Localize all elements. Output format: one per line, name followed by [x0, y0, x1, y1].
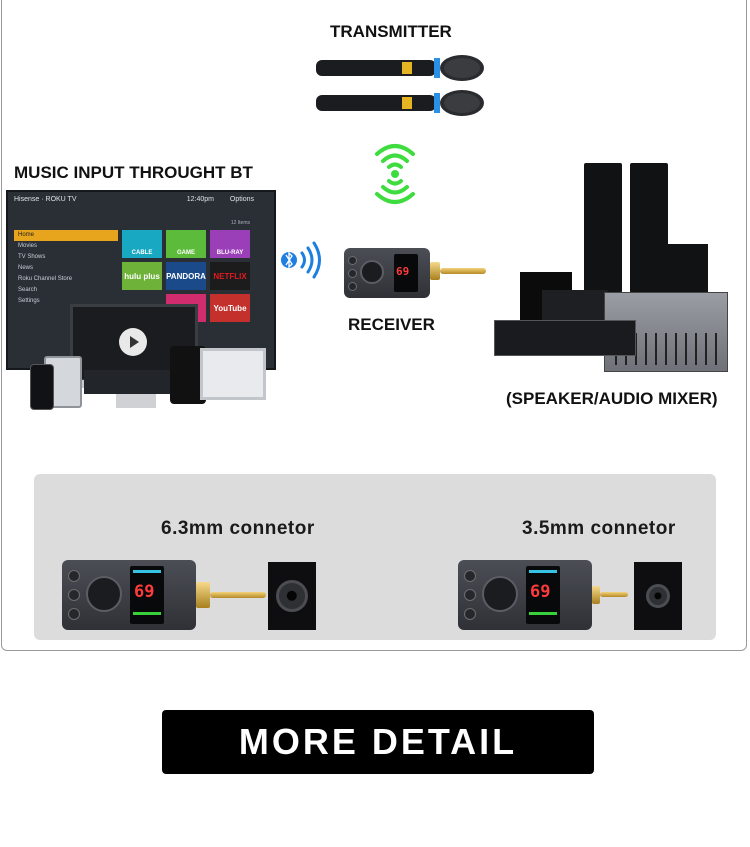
transmitter-label: TRANSMITTER — [330, 22, 452, 41]
receiver-button — [68, 608, 80, 620]
speaker-tower — [584, 163, 622, 293]
phone-device — [30, 364, 54, 410]
tv-menu: Home Movies TV Shows News Roku Channel S… — [14, 230, 118, 307]
tv-tile-bluray: BLU-RAY — [210, 230, 250, 258]
receiver-device: 69 — [62, 560, 196, 630]
connector-label-3mm: 3.5mm connetor — [522, 518, 676, 539]
audio-plug-3mm — [600, 592, 628, 597]
receiver-display: 69 — [394, 254, 418, 292]
receiver-display: 69 — [130, 566, 164, 624]
monitor-stand — [116, 394, 156, 408]
tv-menu-item: Search — [18, 287, 38, 293]
receiver-button — [348, 282, 357, 291]
bluetooth-icon — [281, 241, 321, 279]
tv-menu-item: Settings — [18, 298, 40, 304]
tv-count: 12 Items — [230, 220, 250, 226]
more-detail-button[interactable]: MORE DETAIL — [162, 710, 594, 774]
tv-tile-pandora: PANDORA — [166, 262, 206, 290]
speaker-mixer-label: (SPEAKER/AUDIO MIXER) — [506, 389, 718, 408]
plug-collar — [430, 262, 440, 280]
monitor-screen — [84, 370, 184, 394]
channel-readout: 69 — [530, 582, 551, 602]
laptop-device — [200, 348, 266, 400]
tv-menu-item: TV Shows — [18, 254, 46, 260]
channel-readout: 69 — [396, 265, 410, 278]
connector-label-6mm: 6.3mm connetor — [161, 518, 315, 539]
tv-menu-item: Home — [14, 230, 118, 241]
receiver-device: 69 — [458, 560, 592, 630]
channel-readout: 69 — [134, 582, 155, 602]
tv-menu-item: News — [18, 265, 34, 271]
jack-socket-3mm — [634, 562, 682, 630]
tv-tile-cable: CABLE — [122, 230, 162, 258]
receiver-display: 69 — [526, 566, 560, 624]
power-amplifier — [494, 320, 636, 356]
music-input-label: MUSIC INPUT THROUGHT BT — [14, 163, 253, 182]
tv-tile-youtube: YouTube — [210, 294, 250, 322]
receiver-button — [464, 589, 476, 601]
subwoofer — [660, 244, 708, 294]
plug-collar — [196, 582, 210, 608]
volume-knob — [482, 576, 518, 612]
audio-mixer — [604, 292, 728, 372]
tv-tile-netflix: NETFLIX — [210, 262, 250, 290]
tv-tile-hulu: hulu plus — [122, 262, 162, 290]
volume-knob — [360, 260, 384, 284]
tv-header: Hisense · ROKU TV 12:40pm Options — [8, 192, 274, 208]
receiver-button — [464, 570, 476, 582]
receiver-device: 69 — [344, 248, 430, 298]
jack-socket-6mm — [268, 562, 316, 630]
tv-menu-item: Roku Channel Store — [18, 276, 73, 282]
play-icon — [119, 328, 147, 356]
receiver-label: RECEIVER — [348, 315, 435, 334]
audio-plug — [440, 268, 486, 274]
volume-knob — [86, 576, 122, 612]
tv-brand: Hisense · ROKU TV — [14, 196, 77, 203]
wifi-signal-icon — [375, 144, 415, 204]
tv-options: Options — [229, 196, 254, 203]
tv-time: 12:40pm — [186, 196, 214, 203]
receiver-button — [68, 589, 80, 601]
receiver-button — [348, 256, 357, 265]
tv-tile-game: GAME — [166, 230, 206, 258]
speaker-cabinet — [542, 290, 608, 324]
receiver-button — [68, 570, 80, 582]
audio-plug-6mm — [210, 592, 266, 598]
receiver-button — [464, 608, 476, 620]
microphone-icon — [316, 90, 484, 116]
microphone-icon — [316, 55, 484, 81]
plug-collar — [592, 586, 600, 604]
receiver-button — [348, 269, 357, 278]
tv-menu-item: Movies — [18, 243, 38, 249]
